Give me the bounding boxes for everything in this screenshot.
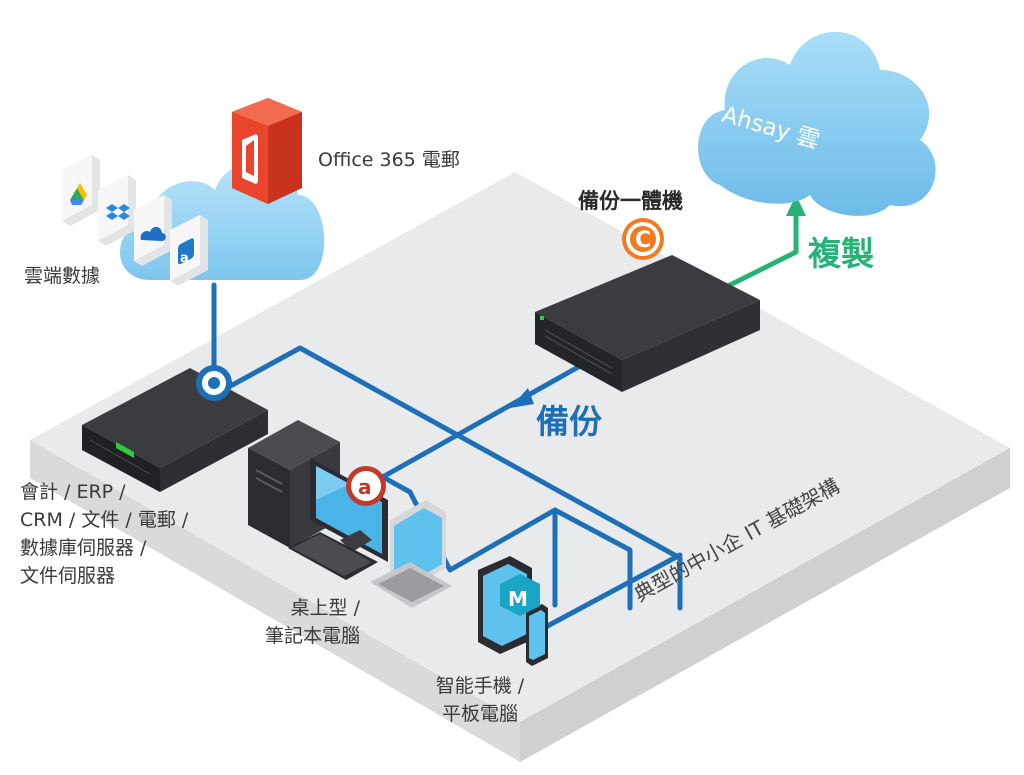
- backup-arrow: [510, 388, 534, 408]
- ahsay-o-icon: [196, 365, 232, 401]
- mobile-label: 智能手機 / 平板電腦: [418, 672, 542, 728]
- svg-text:a: a: [358, 475, 372, 499]
- desktop-monitor: [310, 458, 388, 562]
- ahsay-cloud: [698, 31, 936, 216]
- onedrive-icon: [134, 195, 172, 266]
- server-label-line: CRM / 文件 / 電郵 /: [20, 509, 189, 531]
- mobile-label-line: 智能手機 /: [435, 675, 525, 697]
- mobile-label-line: 平板電腦: [441, 703, 518, 725]
- server-label-line: 會計 / ERP /: [20, 481, 126, 503]
- backup-appliance: [535, 255, 760, 392]
- replicate-label: 複製: [808, 234, 874, 273]
- desktop-label: 桌上型 / 筆記本電腦: [238, 594, 360, 650]
- office365-label: Office 365 電郵: [318, 149, 460, 171]
- google-drive-icon: [62, 155, 100, 226]
- keyboard: [288, 532, 378, 580]
- cloud-data-label: 雲端數據: [24, 265, 101, 287]
- amazon-drive-icon: a: [170, 215, 208, 286]
- ahsay-m-icon: M: [500, 574, 540, 616]
- ahsay-c-icon: C: [622, 218, 664, 260]
- backup-link: [369, 363, 583, 486]
- cloud-storage-tiles: a: [62, 155, 208, 286]
- ahsay-a-icon: a: [346, 466, 386, 506]
- mobile-link-2: [537, 552, 683, 633]
- desktop-label-line: 筆記本電腦: [264, 625, 360, 647]
- mobile-link-1: [552, 507, 633, 611]
- backup-label: 備份: [536, 402, 602, 441]
- desktop-label-line: 桌上型 /: [290, 597, 360, 619]
- svg-text:M: M: [508, 587, 528, 611]
- svg-text:a: a: [180, 251, 189, 266]
- infrastructure-plane: [30, 172, 1010, 762]
- laptop-link: [367, 467, 558, 608]
- dropbox-icon: [98, 175, 136, 246]
- server-to-lan-link: [211, 345, 683, 561]
- server-label-line: 數據庫伺服器 /: [20, 537, 147, 559]
- replicate-link: [718, 195, 806, 293]
- laptop: [370, 500, 452, 608]
- server-label-line: 文件伺服器: [20, 565, 116, 587]
- appliance-label: 備份一體機: [578, 189, 683, 213]
- office365-icon: [232, 98, 302, 204]
- network-links: [211, 282, 683, 633]
- phone: [526, 604, 548, 666]
- svg-text:C: C: [635, 228, 651, 253]
- server-label: 會計 / ERP / CRM / 文件 / 電郵 / 數據庫伺服器 / 文件伺服…: [20, 478, 188, 590]
